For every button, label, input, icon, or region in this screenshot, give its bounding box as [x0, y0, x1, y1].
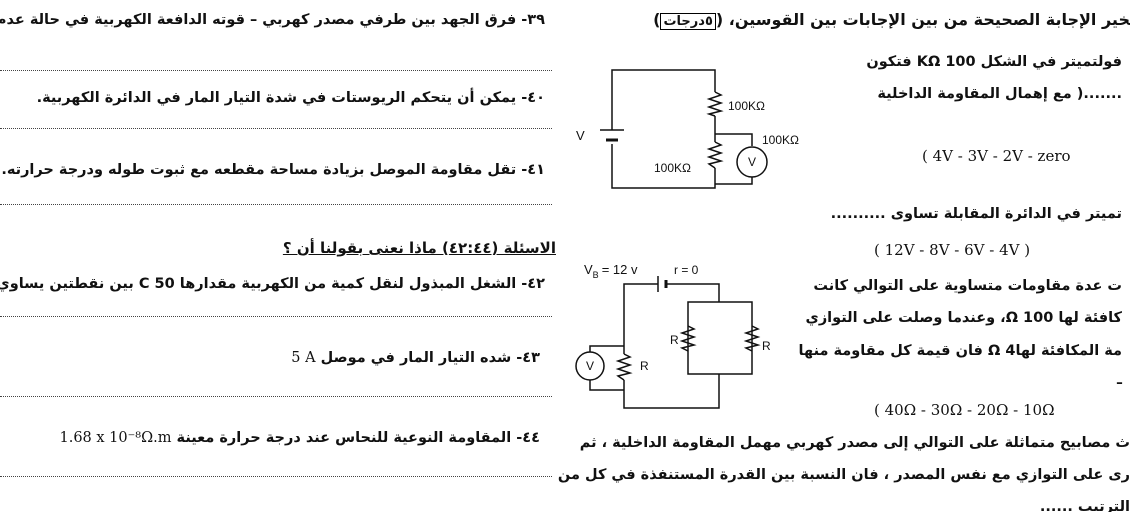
- q3-line1: ت عدة مقاومات متساوية على التوالي كانت: [813, 278, 1122, 294]
- circuit-diagram-series: V 100KΩ 100KΩ 100KΩ V: [576, 69, 799, 189]
- answer-line-40: [0, 128, 552, 129]
- q2-options: ( 12V - 8V - 6V - 4V ): [874, 241, 1031, 259]
- q4-line2: رى على التوازي مع نفس المصدر ، فان النسب…: [557, 467, 1130, 483]
- answer-line-41: [0, 204, 552, 205]
- q40-statement: ٤٠- يمكن أن يتحكم الريوستات في شدة التيا…: [36, 90, 545, 106]
- header-badge: ٥درجات: [660, 13, 716, 30]
- circuit2-r3: R: [640, 359, 649, 373]
- circuit2-meter: V: [586, 359, 594, 373]
- q43-text: ٤٣- شده التيار المار في موصل: [320, 350, 540, 366]
- q42-statement: ٤٢- الشغل المبذول لنقل كمية من الكهربية …: [0, 276, 545, 292]
- answer-line-42: [0, 316, 552, 317]
- circuit2-r2: R: [762, 339, 771, 353]
- q4-line1: ث مصابيح متماثلة على التوالي إلى مصدر كه…: [579, 435, 1130, 451]
- q44-statement: ٤٤- المقاومة النوعية للنحاس عند درجة حرا…: [59, 428, 540, 448]
- q43-value: 5 A: [291, 350, 316, 366]
- header-text: تخير الإجابة الصحيحة من بين الإجابات بين…: [734, 10, 1130, 29]
- q44-text: ٤٤- المقاومة النوعية للنحاس عند درجة حرا…: [176, 430, 540, 446]
- q3-options: ( 40Ω - 30Ω - 20Ω - 10Ω: [874, 401, 1055, 419]
- answer-line-44: [0, 476, 552, 477]
- circuit1-source-label: V: [576, 128, 585, 143]
- q1-line2: .......( مع إهمال المقاومة الداخلية: [877, 86, 1122, 102]
- answer-line-39: [0, 70, 552, 71]
- circuit1-r-meter: 100KΩ: [762, 133, 799, 147]
- q1-options: ( 4V - 3V - 2V - zero: [922, 147, 1071, 165]
- section-title-meaning: الاسئلة (٤٢:٤٤) ماذا نعنى بقولنا أن ؟: [282, 239, 556, 257]
- answer-line-43: [0, 396, 552, 397]
- circuit1-meter: V: [748, 155, 756, 169]
- section-header-choose: تخير الإجابة الصحيحة من بين الإجابات بين…: [653, 10, 1130, 30]
- q41-statement: ٤١- تقل مقاومة الموصل بزيادة مساحة مقطعه…: [1, 162, 545, 178]
- circuit1-r-top: 100KΩ: [728, 99, 765, 113]
- circuit1-r-bottom: 100KΩ: [654, 161, 691, 175]
- q43-statement: ٤٣- شده التيار المار في موصل 5 A: [291, 348, 540, 368]
- q4-line3: الترتيب ......: [1039, 499, 1130, 512]
- q2-line1: تميتر في الدائرة المقابلة تساوى ........…: [830, 206, 1122, 222]
- circuit2-r1: R: [670, 333, 679, 347]
- q1-line1: فولتميتر في الشكل 100 KΩ فتكون: [866, 54, 1122, 70]
- circuit2-internal-r: r = 0: [674, 263, 699, 277]
- q39-statement: ٣٩- فرق الجهد بين طرفي مصدر كهربي – قوته…: [0, 12, 545, 28]
- q3-line2: كافئة لها Ω 100، وعندما وصلت على التوازي: [805, 310, 1122, 326]
- circuit-diagram-parallel: VB= 12 v r = 0 R R R V: [575, 262, 771, 409]
- circuit2-source-label: VB= 12 v: [584, 262, 638, 280]
- q44-value: 1.68 x 10⁻⁸Ω.m: [59, 430, 172, 446]
- q3-line3: مة المكافئة لهاΩ 4 فان قيمة كل مقاومة من…: [798, 343, 1122, 359]
- q3-line4: ـ: [1117, 372, 1122, 388]
